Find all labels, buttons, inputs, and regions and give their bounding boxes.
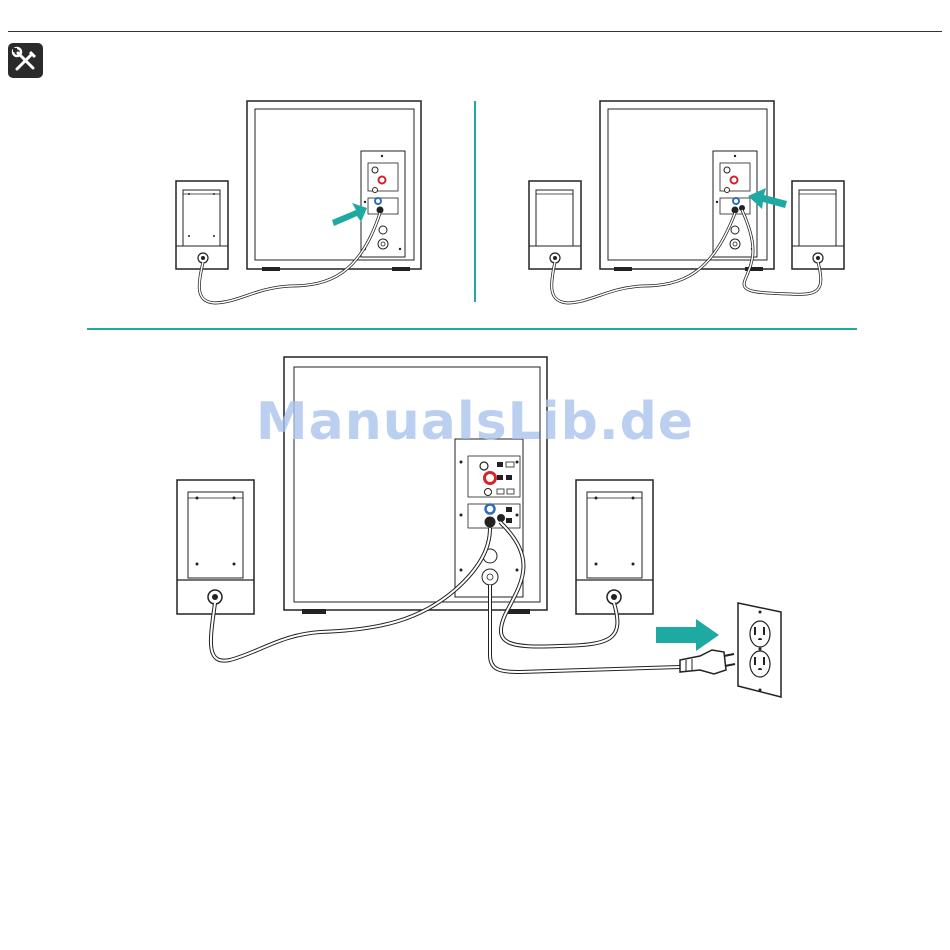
- step-connect-right-satellite: [529, 101, 844, 303]
- step-connect-left-satellite: [176, 101, 421, 303]
- left-satellite: [529, 181, 581, 269]
- subwoofer-panel: [713, 151, 757, 257]
- left-satellite: [177, 480, 254, 614]
- watermark: ManualsLib.de: [0, 392, 950, 452]
- right-satellite: [576, 480, 653, 614]
- subwoofer-panel: [455, 439, 523, 597]
- wall-outlet: [738, 603, 781, 697]
- left-satellite: [176, 181, 228, 269]
- right-satellite: [792, 181, 844, 269]
- arrow-right-icon: [656, 619, 719, 651]
- power-plug: [680, 650, 735, 674]
